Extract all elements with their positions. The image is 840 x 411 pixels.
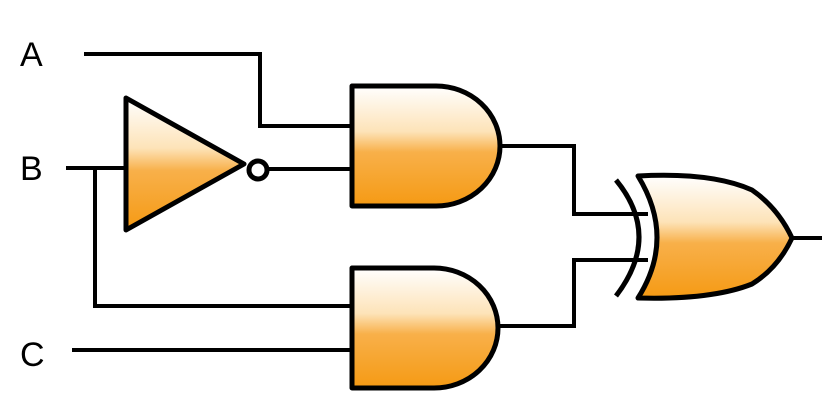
wire-b-branch [93, 168, 352, 308]
input-label-a: A [20, 36, 43, 74]
wire-and-top-out [500, 144, 648, 216]
and-gate-top [349, 83, 503, 209]
not-gate [123, 95, 270, 233]
xor-gate [614, 172, 795, 301]
wire-and-bottom-out [500, 258, 648, 328]
and-gate-bottom [349, 265, 501, 391]
input-label-b: B [20, 150, 43, 188]
wire-a [84, 52, 352, 128]
xor-gate-body [635, 172, 795, 301]
input-label-c: C [20, 336, 45, 374]
inversion-bubble [246, 158, 270, 182]
xor-input-curve [614, 178, 642, 298]
